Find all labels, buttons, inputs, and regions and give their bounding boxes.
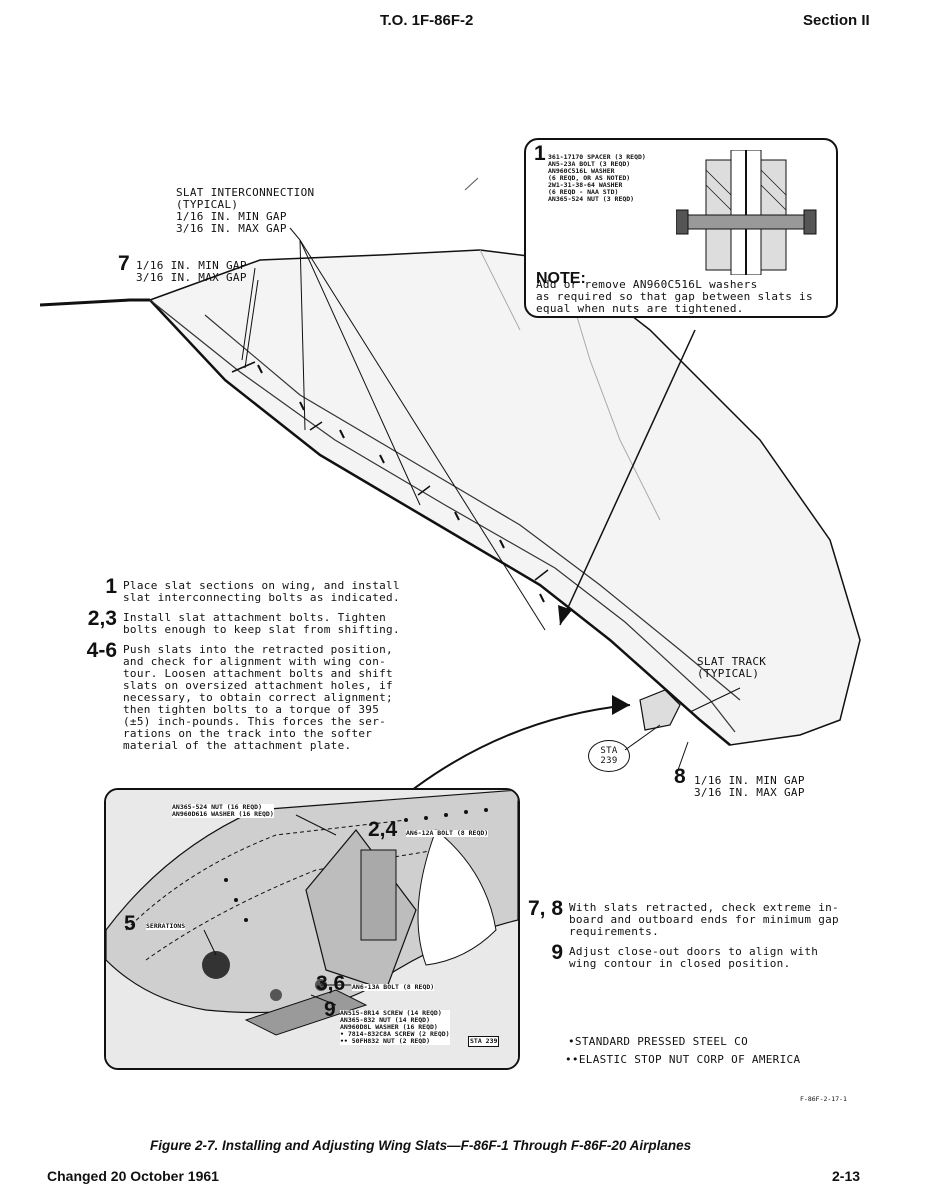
step-1-number: 1 bbox=[105, 575, 117, 598]
sta-239-marker: STA 239 bbox=[588, 740, 630, 772]
step-1-text: Place slat sections on wing, and install… bbox=[123, 579, 400, 604]
detail-1-box: 1 361-17170 SPACER (3 REQD) AN5-23A BOLT… bbox=[524, 138, 838, 318]
callout-8-number: 8 bbox=[674, 765, 686, 788]
fuselage-line bbox=[39, 298, 150, 307]
serrations-label: SERRATIONS bbox=[146, 922, 186, 930]
step-2-3: 2,3 Install slat attachment bolts. Tight… bbox=[72, 607, 432, 636]
nut-washer-label: AN365-524 NUT (16 REQD) AN960D616 WASHER… bbox=[172, 803, 274, 818]
detail-bottom-box: AN365-524 NUT (16 REQD) AN960D616 WASHER… bbox=[104, 788, 520, 1070]
detail-1-parts-list: 361-17170 SPACER (3 REQD) AN5-23A BOLT (… bbox=[548, 153, 646, 203]
step-2-3-text: Install slat attachment bolts. Tighten b… bbox=[123, 611, 400, 636]
step-4-6-number: 4-6 bbox=[86, 639, 117, 662]
to-number: T.O. 1F-86F-2 bbox=[380, 12, 474, 29]
detail-9-number: 9 bbox=[324, 998, 336, 1021]
detail-5-number: 5 bbox=[124, 912, 136, 935]
note-body: Add or remove AN960C516L washers as requ… bbox=[536, 278, 813, 315]
slat-leading-edge bbox=[149, 299, 731, 746]
step-7-8: 7, 8 With slats retracted, check extreme… bbox=[518, 897, 878, 938]
slat-track-shape bbox=[639, 689, 681, 731]
step-1: 1 Place slat sections on wing, and insta… bbox=[72, 575, 432, 604]
callout-8-gap-label: 1/16 IN. MIN GAP 3/16 IN. MAX GAP bbox=[694, 774, 805, 799]
callout-7-gap-label: 1/16 IN. MIN GAP 3/16 IN. MAX GAP bbox=[136, 259, 247, 284]
step-9: 9 Adjust close-out doors to align with w… bbox=[518, 941, 878, 970]
detail-sta-239-label: STA 239 bbox=[468, 1036, 500, 1047]
slat-interconnection-label: SLAT INTERCONNECTION (TYPICAL) 1/16 IN. … bbox=[176, 186, 315, 235]
footnote-spec: •STANDARD PRESSED STEEL CO bbox=[568, 1035, 748, 1048]
figure-code: F-86F-2-17-1 bbox=[800, 1095, 847, 1103]
section-label: Section II bbox=[803, 12, 870, 29]
detail-1-number: 1 bbox=[534, 142, 546, 165]
sta-239-label: STA 239 bbox=[600, 746, 618, 766]
step-4-6: 4-6 Push slats into the retracted positi… bbox=[72, 639, 432, 752]
step-2-3-number: 2,3 bbox=[87, 607, 117, 630]
footnote-esna: ••ELASTIC STOP NUT CORP OF AMERICA bbox=[565, 1053, 801, 1066]
page-number: 2-13 bbox=[832, 1168, 861, 1184]
step-7-8-text: With slats retracted, check extreme in- … bbox=[569, 901, 839, 938]
bolt-an6-12a-label: AN6-12A BOLT (8 REQD) bbox=[406, 829, 489, 837]
screw-nut-list: AN515-8R14 SCREW (14 REQD) AN365-832 NUT… bbox=[340, 1009, 450, 1045]
callout-7-number: 7 bbox=[118, 252, 130, 275]
note-label: NOTE: bbox=[536, 270, 586, 287]
left-steps: 1 Place slat sections on wing, and insta… bbox=[72, 575, 432, 752]
step-9-number: 9 bbox=[551, 941, 563, 964]
detail-2-4-number: 2,4 bbox=[368, 818, 398, 841]
step-7-8-number: 7, 8 bbox=[527, 897, 563, 920]
changed-date: Changed 20 October 1961 bbox=[47, 1168, 219, 1184]
detail-3-6-number: 3,6 bbox=[316, 972, 346, 995]
step-9-text: Adjust close-out doors to align with win… bbox=[569, 945, 819, 970]
step-4-6-text: Push slats into the retracted position, … bbox=[123, 643, 393, 752]
figure-caption: Figure 2-7. Installing and Adjusting Win… bbox=[150, 1138, 692, 1153]
right-steps: 7, 8 With slats retracted, check extreme… bbox=[518, 897, 878, 970]
bolt-an6-13a-label: AN6-13A BOLT (8 REQD) bbox=[352, 983, 435, 991]
slat-track-label: SLAT TRACK (TYPICAL) bbox=[697, 655, 767, 680]
detail-1-bolt-drawing bbox=[676, 150, 817, 275]
